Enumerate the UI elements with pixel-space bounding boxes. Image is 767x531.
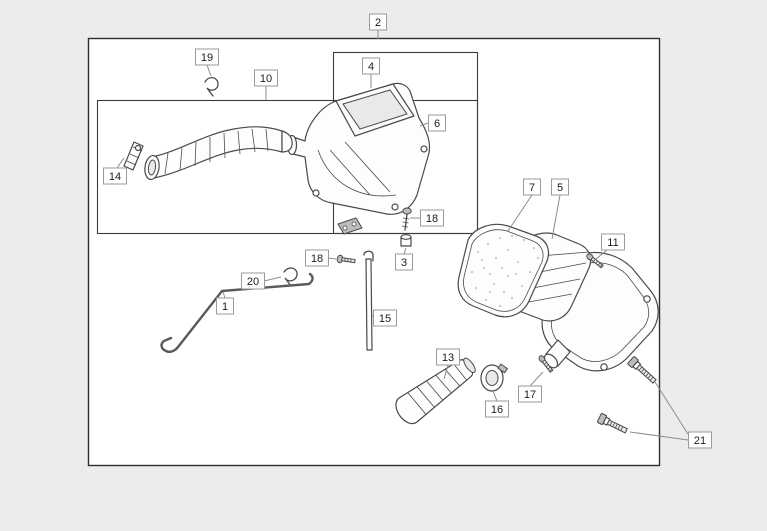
- callout-box: [551, 178, 569, 196]
- callout-number: 21: [694, 435, 706, 447]
- callout-box: [523, 178, 541, 196]
- callout-11: 11: [595, 233, 625, 260]
- callout-box: [216, 297, 234, 315]
- callout-box: [420, 209, 444, 227]
- clip-19: [204, 77, 219, 97]
- callout-15: 15: [371, 309, 397, 327]
- callout-7: 7: [507, 178, 541, 232]
- callout-5: 5: [551, 178, 569, 240]
- callout-leader-line: [263, 276, 282, 282]
- callout-leader-line: [327, 257, 337, 260]
- callout-box: [103, 167, 127, 185]
- bolt-18-upper: [401, 207, 412, 231]
- callout-box: [241, 272, 265, 290]
- callout-number: 14: [109, 171, 121, 183]
- callout-number: 13: [442, 352, 454, 364]
- callout-number: 19: [201, 52, 213, 64]
- callout-6: 6: [419, 114, 446, 132]
- callout-box: [485, 400, 509, 418]
- callout-leader-line: [206, 64, 212, 77]
- callout-leader-line: [507, 194, 533, 232]
- callout-leader-line: [116, 157, 125, 169]
- callout-number: 20: [247, 276, 259, 288]
- callout-number: 7: [529, 182, 535, 194]
- callout-number: 18: [426, 213, 438, 225]
- callout-box: [395, 253, 413, 271]
- callout-16: 16: [485, 390, 509, 418]
- callout-20: 20: [241, 272, 282, 290]
- callout-leader-line: [654, 381, 689, 435]
- air-cleaner-case: [286, 82, 431, 215]
- callout-leader-line: [529, 371, 544, 387]
- callout-number: 6: [434, 118, 440, 130]
- callout-leader-line: [443, 364, 449, 380]
- drain-tube-15: [363, 250, 374, 351]
- callout-4: 4: [362, 57, 380, 88]
- callout-number: 2: [375, 17, 381, 29]
- clamp-16: [480, 363, 509, 392]
- callout-number: 3: [401, 257, 407, 269]
- callout-17: 17: [518, 371, 544, 403]
- callout-number: 1: [222, 301, 228, 313]
- callout-box: [305, 249, 329, 267]
- callout-leader-line: [595, 249, 608, 260]
- callout-box: [369, 13, 387, 31]
- screw-17: [538, 355, 554, 373]
- callout-number: 11: [607, 237, 618, 249]
- callout-number: 10: [260, 73, 272, 85]
- callout-14: 14: [103, 157, 127, 185]
- callout-21: 21: [629, 381, 712, 449]
- callout-box: [688, 431, 712, 449]
- intake-bellows: [395, 357, 476, 425]
- callout-leader-line: [492, 390, 498, 402]
- callout-box: [373, 309, 397, 327]
- callout-leader-line: [551, 194, 561, 240]
- callout-box: [601, 233, 625, 251]
- callout-number: 16: [491, 404, 503, 416]
- callout-18-upper: 18: [410, 209, 444, 227]
- callout-number: 15: [379, 313, 391, 325]
- callout-number: 4: [368, 61, 374, 73]
- bolt-21-b: [596, 413, 628, 434]
- callout-leader-line: [222, 291, 226, 299]
- callout-number: 18: [311, 253, 323, 265]
- intake-duct-hose: [144, 126, 293, 181]
- callout-leader-line: [629, 431, 689, 441]
- filter-element: [457, 223, 550, 318]
- callouts-layer: 2 19 10 4 6 14 7 5 11 18 3 18 20 1 15 13 16 17 21: [103, 13, 712, 449]
- clip-20: [283, 267, 298, 287]
- callout-10: 10: [254, 69, 278, 100]
- screw-11: [586, 253, 604, 269]
- case-bracket: [337, 217, 363, 235]
- callout-3: 3: [395, 247, 413, 271]
- bolt-21-a: [627, 356, 657, 384]
- callout-box: [518, 385, 542, 403]
- callout-19: 19: [195, 48, 219, 77]
- callout-box: [436, 348, 460, 366]
- callout-1: 1: [216, 291, 234, 315]
- callout-18-lower: 18: [305, 249, 337, 267]
- spacer-3: [400, 234, 412, 247]
- callout-13: 13: [436, 348, 460, 380]
- callout-number: 5: [557, 182, 563, 194]
- callout-box: [195, 48, 219, 66]
- callout-2: 2: [369, 13, 387, 39]
- callout-leader-line: [403, 247, 407, 255]
- callout-box: [254, 69, 278, 87]
- callout-box: [362, 57, 380, 75]
- duct-clamp-14: [123, 141, 144, 171]
- callout-number: 17: [524, 389, 536, 401]
- bolt-18-lower: [336, 254, 356, 264]
- rod-1: [160, 272, 314, 353]
- callout-box: [428, 114, 446, 132]
- callout-leader-line: [419, 122, 429, 127]
